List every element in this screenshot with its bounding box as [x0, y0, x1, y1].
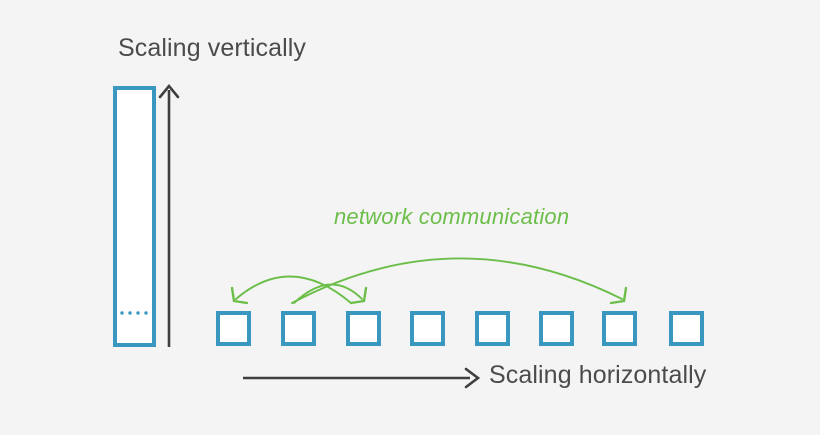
node-square-4	[410, 311, 445, 346]
vertical-scaling-group	[113, 83, 180, 347]
vertical-scaling-arrow-icon	[158, 83, 180, 347]
node-square-7	[602, 311, 637, 346]
network-arc-long	[291, 257, 628, 305]
node-square-8	[669, 311, 704, 346]
horizontal-scaling-nodes	[216, 311, 704, 346]
node-square-6	[539, 311, 574, 346]
network-arc-short-left	[230, 275, 352, 305]
vertical-scaling-bar	[113, 86, 156, 347]
horizontal-scaling-arrow-icon	[243, 367, 481, 389]
network-communication-label: network communication	[334, 204, 570, 229]
vertical-scaling-label: Scaling vertically	[118, 34, 306, 62]
node-square-2	[281, 311, 316, 346]
node-square-1	[216, 311, 251, 346]
horizontal-scaling-label: Scaling horizontally	[489, 361, 707, 389]
node-square-3	[346, 311, 381, 346]
vertical-bar-ellipsis-icon	[120, 311, 148, 315]
node-square-5	[475, 311, 510, 346]
